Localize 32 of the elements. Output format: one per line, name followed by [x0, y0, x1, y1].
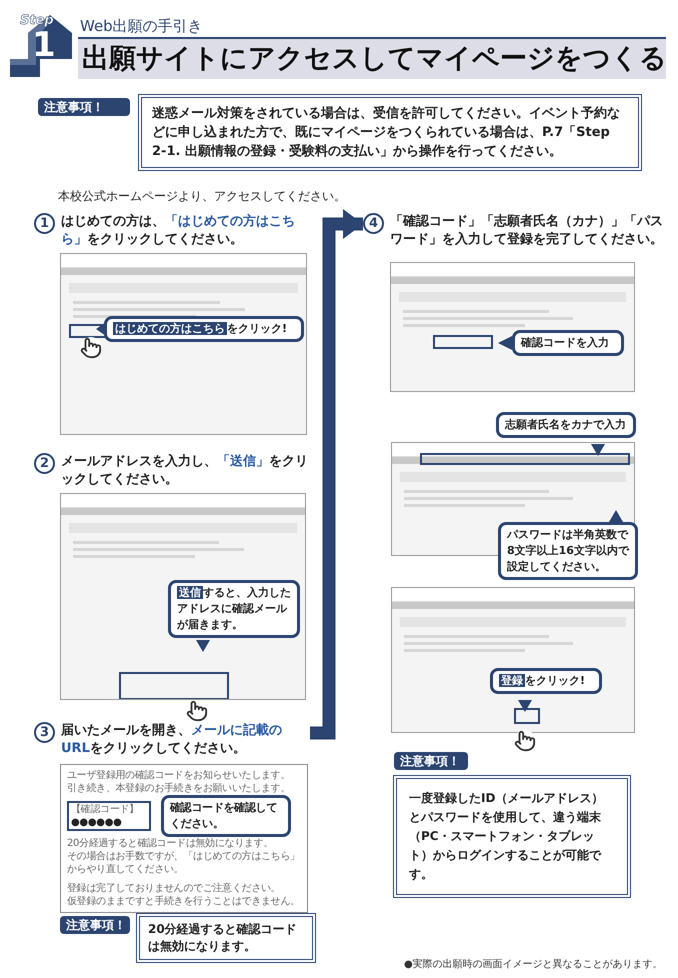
email-text: 引き続き、本登録のお手続きをお願いいたします。 — [67, 782, 292, 795]
notice-tag: 注意事項！ — [394, 752, 468, 770]
code-value: ●●●●●● — [71, 816, 123, 829]
guide-subtitle: Web出願の手引き — [80, 16, 203, 36]
speech-bubble: 志願者氏名をカナで入力 — [496, 412, 636, 438]
step-instruction: 「確認コード」「志願者氏名（カナ）」「パスワード」を入力して登録を完了してください。 — [390, 213, 664, 249]
notice-box: 迷惑メール対策をされている場合は、受信を許可してください。イベント予約などに申し込まれた方で、既にマイページをつくられている場合は、P.7「Step 2-1. 出願情報の登録・受験料の支払い」から操作を行ってください。 — [138, 94, 642, 171]
speech-bubble: はじめての方はこちらをクリック! — [104, 316, 304, 342]
notice-tag: 注意事項！ — [60, 916, 130, 934]
step-instruction: 届いたメールを開き、メールに記載のURLをクリックしてください。 — [61, 722, 283, 758]
step-instruction: メールアドレスを入力し、「送信」をクリックしてください。 — [61, 453, 309, 489]
step-number: 1 — [32, 27, 56, 63]
speech-bubble: 確認コードを確認してください。 — [161, 795, 291, 837]
speech-bubble: 送信すると、入力したアドレスに確認メールが届きます。 — [168, 580, 300, 638]
footnote: ●実際の出願時の画面イメージと異なることがあります。 — [404, 958, 663, 972]
speech-bubble: 確認コードを入力 — [512, 330, 624, 356]
email-text: ユーザ登録用の確認コードをお知らせいたします。 — [67, 769, 292, 782]
notice-box: 20分経過すると確認コードは無効になります。 — [136, 913, 316, 963]
speech-bubble: パスワードは半角英数で8文字以上16文字以内で設定してください。 — [498, 522, 638, 580]
code-label: 【確認コード】 — [71, 803, 140, 816]
title-band: 出願サイトにアクセスしてマイページをつくる — [78, 37, 666, 79]
email-text: 登録は完了しておりませんのでご注意ください。 — [67, 882, 282, 895]
step-instruction: はじめての方は、「はじめての方はこちら」をクリックしてください。 — [61, 213, 296, 249]
email-card — [60, 764, 308, 913]
email-text: 仮登録のままですと手続きを行うことはできません。 — [67, 895, 301, 908]
notice-box: 一度登録したID（メールアドレス）とパスワードを使用して、違う端末（PC・スマートフォン・タブレット）からログインすることが可能です。 — [393, 775, 631, 898]
speech-bubble: 登録をクリック! — [490, 668, 602, 694]
notice-tag: 注意事項！ — [38, 98, 130, 116]
email-text: 20分経過すると確認コードは無効になります。 — [67, 837, 274, 850]
intro-text: 本校公式ホームページより、アクセスしてください。 — [58, 188, 346, 204]
email-text: その場合はお手数ですが、「はじめての方はこちら」からやり直してください。 — [67, 850, 301, 876]
flow-arrow — [310, 209, 363, 740]
